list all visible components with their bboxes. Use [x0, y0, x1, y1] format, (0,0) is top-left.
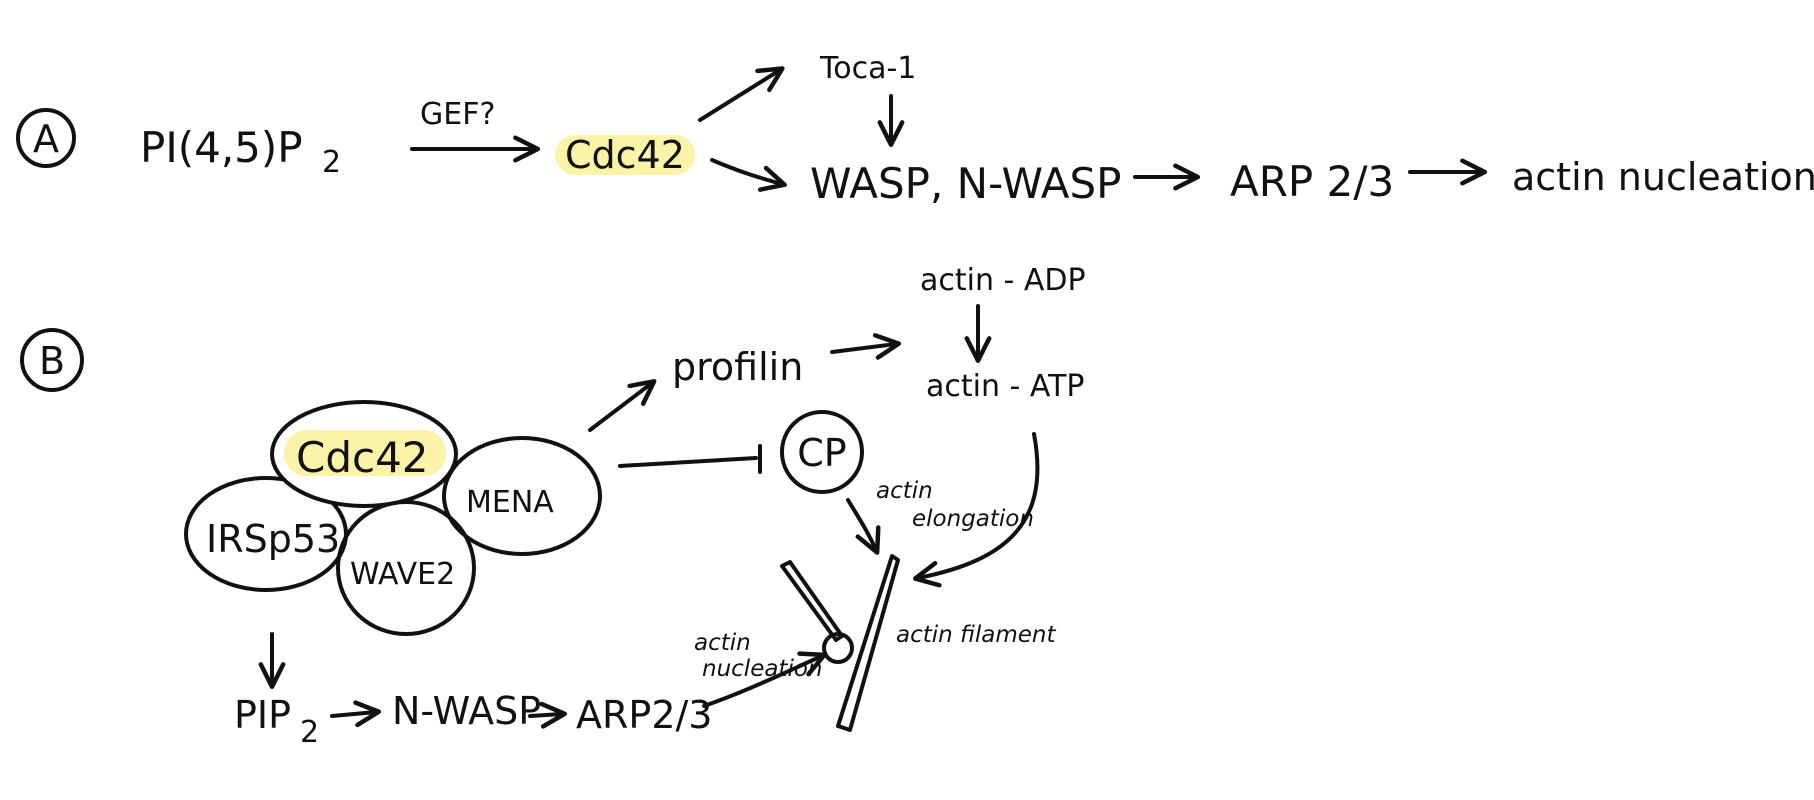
pip2-node: PI(4,5)P: [140, 123, 303, 172]
actin-filament-shape: [836, 554, 900, 732]
nwasp-b-node: N-WASP: [392, 689, 541, 733]
arrow-complex-to-profilin: [588, 379, 657, 432]
cp-node: CP: [797, 431, 846, 475]
cp-oval: [780, 410, 864, 494]
arrow-cdc42-to-wasp: [710, 158, 787, 192]
actin-elongation-label-2: elongation: [912, 506, 1034, 532]
actin-atp-node: actin - ATP: [926, 369, 1085, 404]
wasp-node: WASP, N-WASP: [810, 159, 1121, 208]
toca-node: Toca-1: [819, 51, 916, 86]
irsp53-node: IRSp53: [206, 517, 340, 561]
mena-oval: [442, 436, 602, 556]
arrow-cp-to-filament: [846, 498, 881, 555]
inhibition-complex-to-cp: [618, 456, 758, 468]
pip2-b-subscript: 2: [300, 715, 319, 750]
actin-branch-shape: [780, 560, 844, 642]
profilin-node: profilin: [672, 345, 803, 389]
arrow-nwasp-to-arp: [528, 701, 568, 729]
arrow-pip2-to-nwasp: [330, 700, 382, 728]
panel-a-badge: [16, 108, 76, 168]
cdc42-highlight: [555, 135, 695, 175]
actin-nucleation-label-1: actin: [694, 630, 751, 656]
panel-b: B Cdc42 IRSp53 MENA WAVE2 profilin actin…: [20, 263, 1086, 750]
wave2-node: WAVE2: [350, 557, 455, 592]
panel-b-label: B: [39, 339, 65, 383]
panel-b-badge: [20, 328, 84, 392]
pip2-b-node: PIP: [234, 693, 291, 737]
pip2-subscript: 2: [322, 145, 341, 180]
panel-a-label: A: [33, 117, 59, 161]
actin-adp-node: actin - ADP: [920, 263, 1086, 298]
arrow-profilin-to-atp: [830, 333, 902, 360]
actin-filament-label: actin filament: [896, 622, 1057, 648]
arrow-arp-to-filament: [702, 651, 827, 708]
cdc42-b-node: Cdc42: [296, 433, 429, 482]
arrow-atp-to-filament: [913, 432, 1040, 588]
arp-b-node: ARP2/3: [576, 693, 712, 737]
actin-elongation-label-1: actin: [876, 478, 933, 504]
actin-nucleation-node: actin nucleation: [1512, 155, 1814, 199]
arp-node: ARP 2/3: [1230, 157, 1394, 206]
arrow-cdc42-to-toca: [698, 66, 785, 122]
arp-complex-circle: [822, 632, 854, 664]
cdc42-node: Cdc42: [565, 133, 685, 177]
panel-a: A PI(4,5)P 2 GEF? Cdc42 Toca-1 WASP, N-W…: [16, 51, 1814, 208]
cdc42-b-highlight: [284, 430, 446, 476]
mena-node: MENA: [466, 485, 554, 520]
actin-nucleation-label-2: nucleation: [702, 656, 823, 682]
gef-label: GEF?: [420, 97, 495, 132]
